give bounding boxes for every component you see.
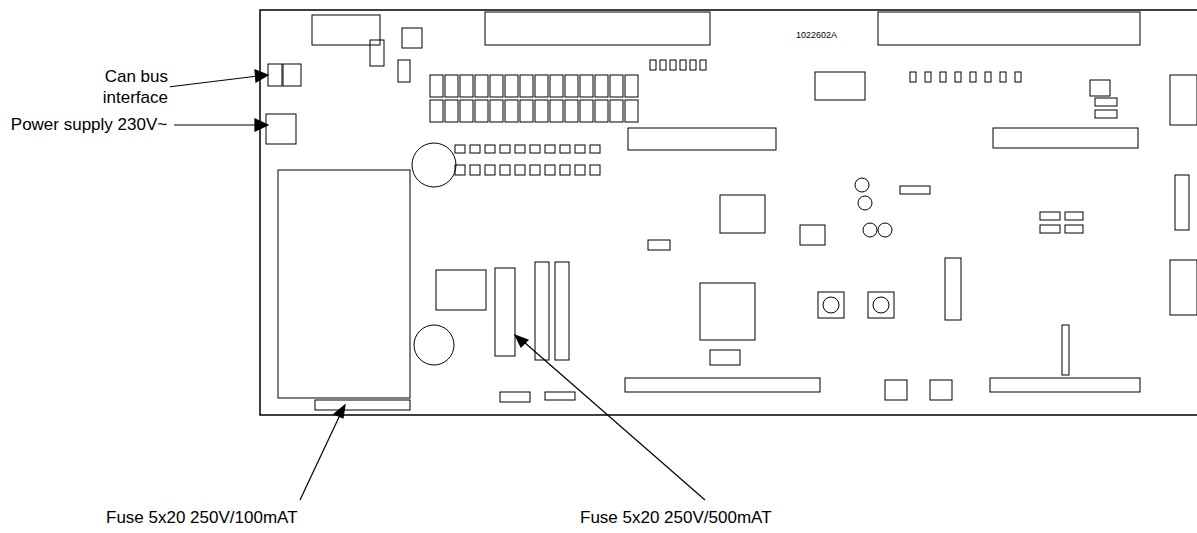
callout-label: Fuse 5x20 250V/500mAT [578, 507, 774, 528]
part-number: 1022602A [795, 30, 838, 40]
callout-label: Fuse 5x20 250V/100mAT [104, 507, 300, 528]
callout-label: Can bus interface [40, 66, 170, 108]
callout-label: Power supply 230V~ [4, 114, 174, 135]
